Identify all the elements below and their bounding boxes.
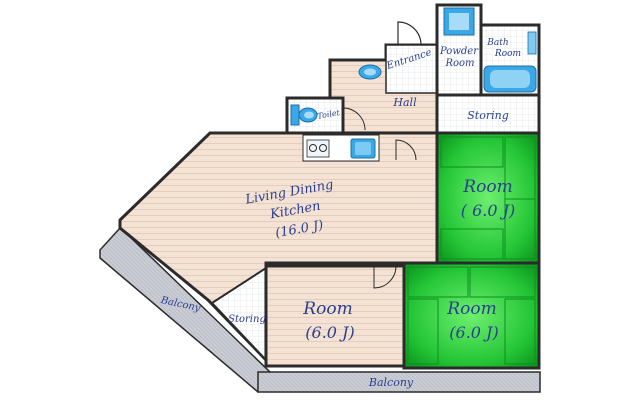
room-ne-label: Room xyxy=(462,177,512,197)
entrance-door xyxy=(397,21,422,46)
storing-ne-floor xyxy=(435,93,541,135)
sink-icon xyxy=(350,138,376,159)
entrance-floor xyxy=(385,44,438,94)
toilet-door xyxy=(342,107,366,131)
storing-sw-label: Storing xyxy=(228,314,266,325)
room-center-label: Room xyxy=(302,299,352,319)
bath-room-label-line1: Bath xyxy=(486,38,508,48)
room-se-floor xyxy=(402,261,541,370)
bathtub-icon xyxy=(483,65,537,93)
room-center-size: (6.0 J) xyxy=(305,323,354,342)
powder-room-label-line2: Room xyxy=(444,58,474,69)
room-ne-floor xyxy=(435,131,541,265)
room-se-label: Room xyxy=(446,299,496,319)
room-center-door xyxy=(373,265,397,289)
stove-icon xyxy=(306,139,330,158)
toilet-icon xyxy=(290,104,318,126)
room-ne-size: ( 6.0 J) xyxy=(461,201,516,220)
toilet-label: Toilet xyxy=(317,108,342,121)
washing-machine-icon xyxy=(443,7,475,36)
storing-ne-label: Storing xyxy=(467,109,508,122)
ldk-door xyxy=(395,139,417,161)
room-center-floor xyxy=(264,264,406,368)
balcony-bottom-label: Balcony xyxy=(368,376,414,389)
room-se-size: (6.0 J) xyxy=(449,323,498,342)
washbasin-icon xyxy=(358,64,382,80)
powder-room-label-line1: Powder xyxy=(439,46,479,57)
balcony-bottom xyxy=(257,371,541,393)
bath-room-label-line2: Room xyxy=(494,49,521,59)
hall-label: Hall xyxy=(392,96,417,109)
